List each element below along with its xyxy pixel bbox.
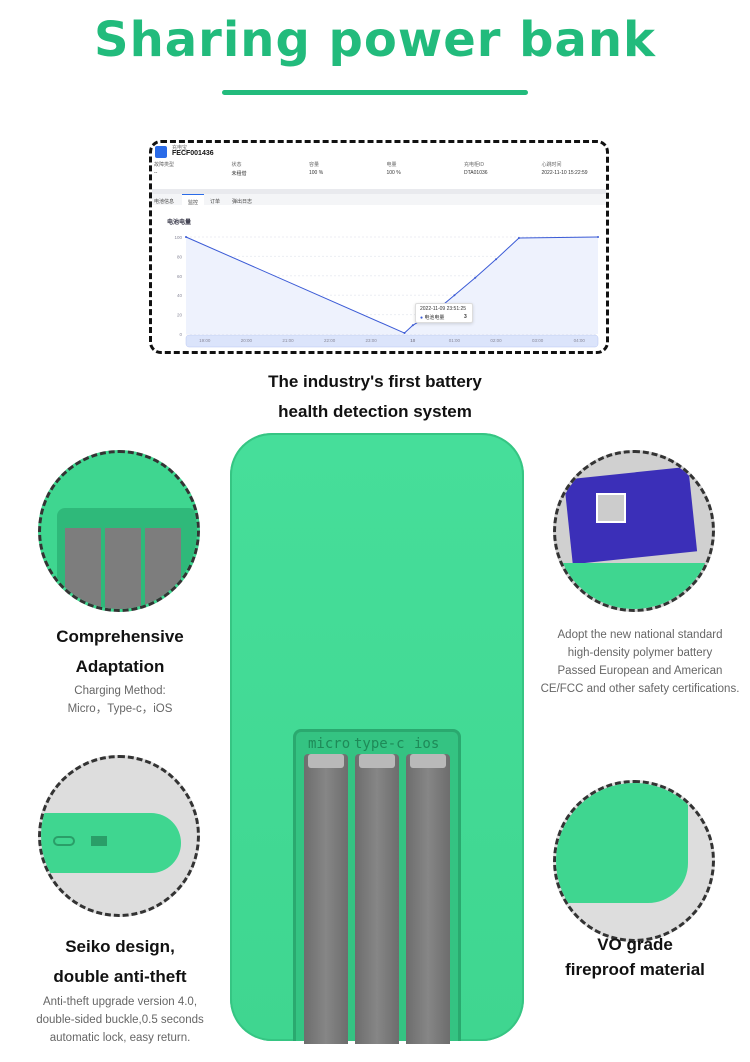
zoom-slider xyxy=(185,334,599,348)
field-value: -- xyxy=(154,170,158,176)
label-typec: type-c xyxy=(354,736,405,752)
field-label: 电量 xyxy=(386,162,397,168)
x-tick-label: 20:00 xyxy=(241,338,253,343)
data-point xyxy=(411,324,414,327)
data-point xyxy=(597,236,599,238)
power-bank-image: micro type-c ios xyxy=(230,433,524,1044)
device-id: FECF001436 xyxy=(172,150,214,157)
chart-tooltip: 2022-11-09 23:51:25 ● 电池电量 3 xyxy=(415,303,473,323)
x-tick-label: 02:00 xyxy=(490,338,502,343)
y-tick-label: 20 xyxy=(177,313,183,318)
field-value: 100 % xyxy=(386,170,401,176)
right-top-desc-4: CE/FCC and other safety certifications. xyxy=(540,683,740,695)
data-point xyxy=(453,294,456,297)
left-bottom-title-2: double anti-theft xyxy=(53,967,187,986)
field-value: 未租借 xyxy=(231,171,247,177)
right-top-desc-3: Passed European and American xyxy=(557,665,723,677)
tab-battery[interactable]: 电池信息 xyxy=(154,199,175,205)
buckle-closeup-image xyxy=(38,755,200,917)
y-tick-label: 100 xyxy=(174,235,182,240)
x-tick-label: 10 xyxy=(410,338,416,343)
x-tick-label: 01:00 xyxy=(449,338,461,343)
x-tick-label: 19:00 xyxy=(199,338,211,343)
left-bottom-desc-2: double-sided buckle,0.5 seconds xyxy=(36,1014,204,1026)
tooltip-value: 3 xyxy=(464,314,467,320)
device-icon xyxy=(155,146,167,158)
tooltip-time: 2022-11-09 23:51:25 xyxy=(420,306,467,312)
battery-chart: 0 20 40 60 80 100 19:00 20:00 21:00 22:00 23:00 10 0… xyxy=(174,235,599,348)
y-tick-label: 80 xyxy=(177,254,183,259)
tab-monitor[interactable]: 监控 xyxy=(182,194,205,210)
tab-orders[interactable]: 订单 xyxy=(210,199,221,205)
y-tick-label: 0 xyxy=(179,332,182,337)
field-label: 心跳时间 xyxy=(541,162,562,168)
field-label: 故障类型 xyxy=(154,162,175,168)
y-tick-label: 60 xyxy=(177,274,183,279)
page-title: Sharing power bank xyxy=(94,12,656,68)
field-label: 状态 xyxy=(231,162,242,168)
right-bottom-title-2: fireproof material xyxy=(565,960,705,979)
main-caption-line1: The industry's first battery xyxy=(268,372,482,391)
right-bottom-title-1: VO grade xyxy=(597,935,673,954)
ios-cable xyxy=(406,754,450,1044)
battery-internals-image xyxy=(553,450,715,612)
device-label: 充电宝 xyxy=(172,145,188,151)
field-value: 100 % xyxy=(309,170,324,176)
left-top-desc-1: Charging Method: xyxy=(74,685,166,697)
y-tick-label: 40 xyxy=(177,293,183,298)
cable-slot: micro type-c ios xyxy=(293,729,461,1044)
left-bottom-desc-3: automatic lock, easy return. xyxy=(49,1032,191,1044)
data-point xyxy=(495,258,498,261)
x-tick-label: 03:00 xyxy=(532,338,544,343)
title-underline xyxy=(222,90,528,95)
left-bottom-desc-1: Anti-theft upgrade version 4.0, xyxy=(42,996,198,1008)
data-point xyxy=(474,276,477,279)
data-point xyxy=(403,332,406,335)
right-top-desc-1: Adopt the new national standard xyxy=(557,629,723,641)
x-tick-label: 04:00 xyxy=(574,338,586,343)
label-ios: ios xyxy=(414,736,440,752)
tab-eject-log[interactable]: 弹出日志 xyxy=(232,199,253,205)
data-point xyxy=(517,236,520,239)
data-point xyxy=(185,236,187,238)
x-tick-label: 23:00 xyxy=(366,338,378,343)
cable-closeup-image xyxy=(38,450,200,612)
field-value: DTA01036 xyxy=(464,170,488,176)
left-top-title-2: Adaptation xyxy=(75,657,165,676)
right-top-desc-2: high-density polymer battery xyxy=(567,647,713,659)
x-tick-label: 21:00 xyxy=(282,338,294,343)
micro-cable xyxy=(304,754,348,1044)
left-top-title-1: Comprehensive xyxy=(56,627,184,646)
field-label: 容量 xyxy=(309,162,320,168)
tab-bar: 电池信息 监控 订单 弹出日志 xyxy=(152,189,606,210)
left-bottom-title-1: Seiko design, xyxy=(65,937,175,956)
field-value: 2022-11-10 15:22:59 xyxy=(541,170,588,176)
left-top-desc-2: Micro，Type-c，iOS xyxy=(67,703,173,715)
tooltip-series: 电池电量 xyxy=(424,315,445,321)
typec-cable xyxy=(355,754,399,1044)
chart-title: 电池电量 xyxy=(167,220,192,226)
dashboard-screenshot: 充电宝 FECF001436 故障类型 -- 状态未租借 容量 100 % 电量 100 %… xyxy=(149,140,609,354)
material-closeup-image xyxy=(553,780,715,942)
field-label: 充电柜ID xyxy=(464,162,485,168)
label-micro: micro xyxy=(308,736,351,752)
main-caption-line2: health detection system xyxy=(278,402,472,421)
chart-area xyxy=(186,237,598,334)
x-tick-label: 22:00 xyxy=(324,338,336,343)
